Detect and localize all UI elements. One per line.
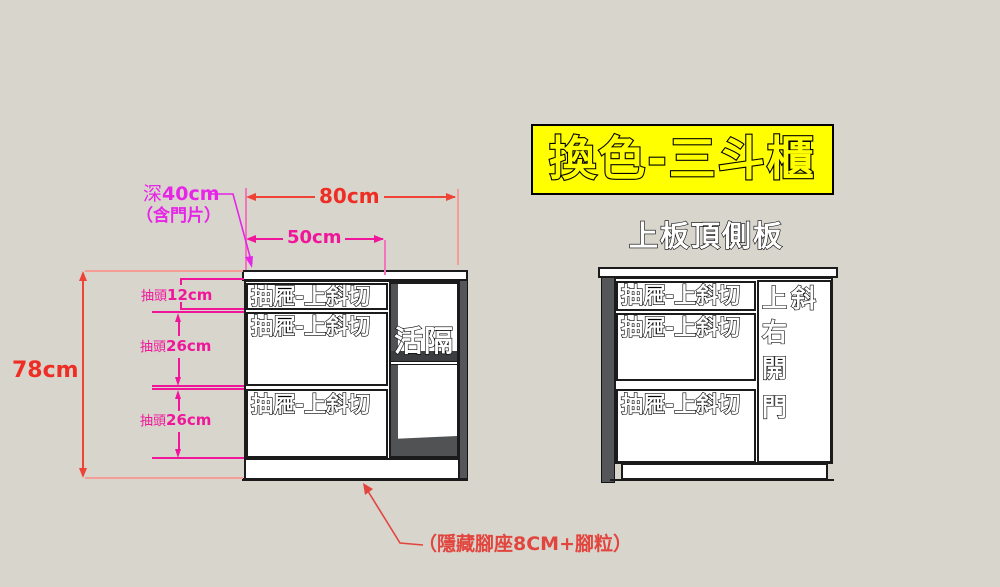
left-drawer-1-label: 抽屜-上斜切	[250, 285, 371, 310]
right-drawer-2-label: 抽屜-上斜切	[620, 316, 741, 341]
dim-drawer3-arrow-up	[175, 390, 181, 399]
dim-drawer1-line-bottom	[180, 308, 244, 310]
footnote-leader-line	[365, 487, 424, 546]
dim-80cm-arrow-right	[446, 193, 456, 201]
dim-drawer2-arrow-up	[175, 313, 181, 322]
dim-78cm-ext-bottom	[85, 477, 243, 479]
dim-drawer1-tick-bottom	[180, 302, 182, 309]
left-drawer-1: 抽屜-上斜切	[246, 283, 388, 310]
left-drawer-2-label: 抽屜-上斜切	[250, 315, 371, 340]
right-view-title: 上板頂側板	[628, 219, 785, 253]
dim-drawer1-label: 抽頭12cm	[141, 286, 213, 304]
dim-drawer3-arrow-down	[175, 449, 181, 458]
depth-note: （含門片）	[136, 206, 221, 226]
dim-78cm-label: 78cm	[12, 358, 79, 383]
dim-drawer2-ext-bottom	[152, 385, 244, 387]
dim-drawer1-line-top	[180, 278, 244, 280]
right-drawer-1-label: 抽屜-上斜切	[620, 284, 741, 309]
dim-drawer2-value: 26cm	[166, 337, 212, 355]
right-cabinet-bottom-edge	[610, 479, 834, 481]
dim-drawer3-seg-top	[178, 399, 180, 411]
dim-drawer3-ext-bottom	[152, 457, 244, 459]
left-drawer-3-label: 抽屜-上斜切	[250, 393, 371, 418]
compartment-floor-shading	[391, 436, 457, 456]
dim-78cm-line	[82, 274, 84, 474]
right-drawer-1: 抽屜-上斜切	[616, 281, 756, 311]
left-drawer-3: 抽屜-上斜切	[246, 389, 388, 458]
right-drawer-3: 抽屜-上斜切	[616, 389, 756, 463]
dim-drawer1-value: 12cm	[167, 286, 213, 304]
right-cabinet-door	[757, 280, 832, 463]
shelf-top-surface	[391, 351, 457, 361]
footnote-label: （隱藏腳座8CM+腳粒）	[418, 533, 632, 555]
dim-78cm-arrow-top	[79, 271, 87, 281]
right-drawer-2: 抽屜-上斜切	[616, 313, 756, 381]
dim-drawer1-prefix: 抽頭	[141, 289, 168, 304]
dim-50cm-ext-right	[384, 240, 386, 275]
banner-title-text: 換色-三斗櫃	[548, 132, 816, 187]
right-drawer-3-label: 抽屜-上斜切	[620, 393, 741, 418]
right-cabinet-plinth	[621, 463, 828, 480]
door-label-line-4: 門	[761, 393, 788, 422]
dim-78cm-ext-top	[85, 270, 243, 272]
dim-drawer2-arrow-down	[175, 377, 181, 386]
dim-78cm-arrow-bottom	[79, 468, 87, 478]
right-cabinet-left-side-panel	[601, 270, 615, 483]
shelf-front-edge	[391, 361, 457, 365]
dim-80cm-arrow-left	[246, 193, 256, 201]
dim-50cm-arrow-left	[246, 235, 256, 243]
left-open-compartment	[389, 282, 459, 458]
door-label-line-1: 上斜	[761, 284, 821, 313]
dim-drawer3-seg-bottom	[178, 432, 180, 450]
dim-drawer2-label: 抽頭26cm	[140, 337, 212, 355]
left-drawer-2: 抽屜-上斜切	[246, 312, 388, 386]
door-label-line-3: 開	[761, 354, 788, 383]
dim-drawer3-prefix: 抽頭	[140, 414, 167, 429]
dim-80cm-label: 80cm	[315, 186, 384, 206]
left-cabinet-bottom-edge	[242, 478, 468, 481]
dim-80cm-ext-right	[457, 189, 459, 265]
shelf-label: 活隔	[393, 324, 455, 358]
dim-drawer3-ext-top	[152, 388, 244, 390]
dim-drawer2-seg-bottom	[178, 358, 180, 378]
dim-drawer2-prefix: 抽頭	[140, 340, 167, 355]
door-label-line-2: 右	[761, 318, 788, 347]
dim-drawer2-ext-top	[152, 311, 244, 313]
dim-drawer1-tick-top	[180, 278, 182, 285]
depth-prefix: 深	[143, 183, 163, 205]
dim-50cm-arrow-right	[374, 235, 384, 243]
depth-label: 深40cm	[143, 185, 220, 204]
left-cabinet-base	[244, 458, 460, 480]
title-banner: 換色-三斗櫃	[531, 124, 834, 195]
footnote-leader-arrowhead	[363, 483, 373, 495]
compartment-inner-wall-shading	[391, 284, 398, 456]
dim-50cm-label: 50cm	[283, 229, 346, 247]
dim-drawer2-seg-top	[178, 322, 180, 336]
depth-value: 40cm	[162, 183, 220, 205]
dim-drawer3-value: 26cm	[166, 411, 212, 429]
dim-drawer3-label: 抽頭26cm	[140, 411, 212, 429]
